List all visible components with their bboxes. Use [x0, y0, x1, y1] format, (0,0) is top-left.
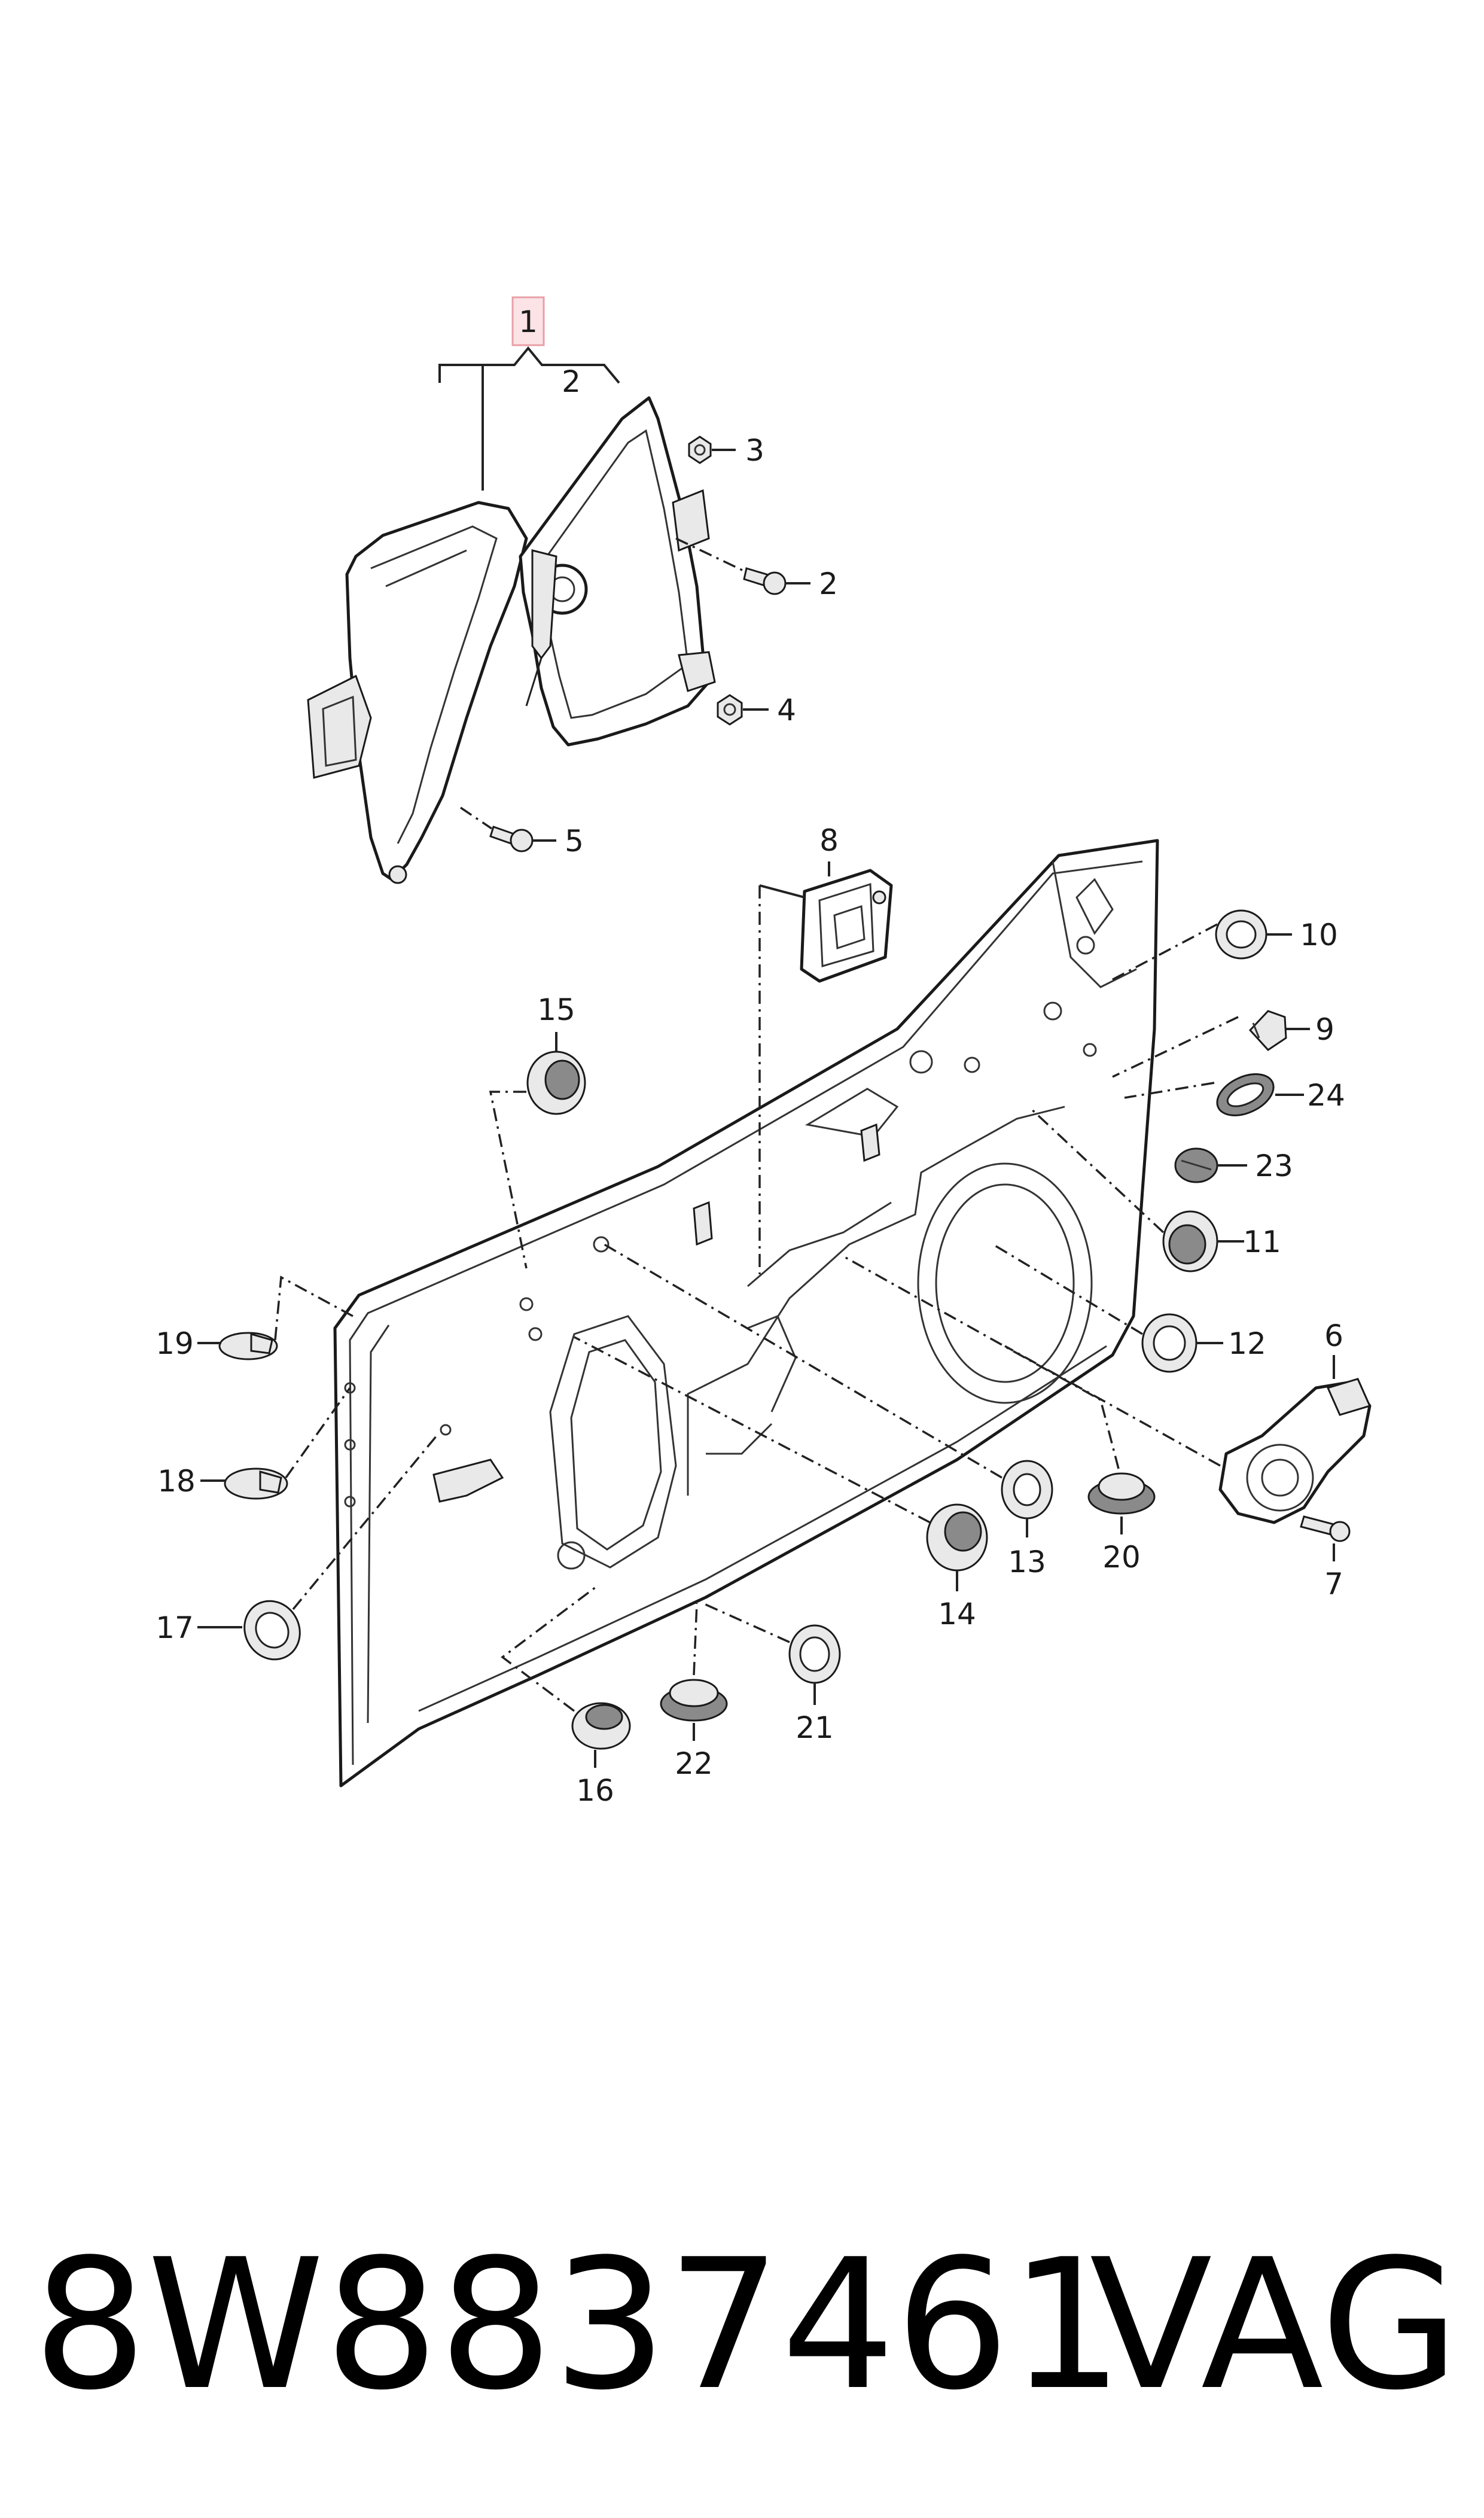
plug-16 — [571, 1702, 631, 1750]
part-number-text: 8W8837461 — [33, 2221, 1124, 2429]
callout-8: 8 — [819, 823, 839, 858]
grommet-12 — [1141, 1313, 1197, 1373]
screw-7 — [1300, 1515, 1351, 1542]
callout-20: 20 — [1102, 1540, 1141, 1575]
callout-5: 5 — [565, 824, 584, 858]
callout-16: 16 — [576, 1773, 614, 1808]
callout-12: 12 — [1228, 1326, 1266, 1361]
callout-17: 17 — [156, 1610, 194, 1645]
callout-1: 1 — [519, 305, 538, 339]
callout-23: 23 — [1255, 1149, 1293, 1183]
bolt-5 — [489, 826, 534, 852]
callout-14: 14 — [938, 1597, 976, 1631]
clip-9 — [1248, 1010, 1287, 1051]
grommet-14 — [926, 1503, 988, 1572]
door-inner-panel — [333, 839, 1159, 1788]
brand-text: VAG — [1090, 2221, 1459, 2429]
grommet-15 — [526, 1051, 586, 1115]
callout-6: 6 — [1324, 1319, 1343, 1353]
callout-2-top: 2 — [562, 364, 581, 399]
callout-11: 11 — [1243, 1225, 1281, 1259]
grommet-11 — [1162, 1210, 1218, 1272]
clip-19 — [218, 1332, 278, 1360]
window-regulator-assembly: 1 2 3 2 — [307, 296, 838, 884]
callout-13: 13 — [1008, 1545, 1046, 1579]
window-motor-6 — [1218, 1378, 1372, 1524]
grommet-24 — [1216, 1073, 1275, 1116]
clip-23 — [1174, 1147, 1218, 1183]
callout-7: 7 — [1324, 1567, 1343, 1601]
grommet-22 — [660, 1679, 728, 1722]
callout-4: 4 — [777, 693, 796, 727]
door-module-8 — [800, 869, 893, 983]
callout-15: 15 — [537, 992, 575, 1027]
grommet-20 — [1087, 1472, 1156, 1515]
regulator-left-frame — [345, 501, 528, 881]
callout-18: 18 — [157, 1464, 196, 1499]
callout-21: 21 — [796, 1710, 834, 1745]
callout-9: 9 — [1315, 1012, 1334, 1047]
part-1-highlight-box — [511, 296, 545, 346]
callout-2-bolt: 2 — [819, 567, 838, 601]
nut-4 — [717, 694, 743, 726]
grommet-21 — [788, 1624, 841, 1684]
nut-3 — [688, 436, 712, 464]
callout-10: 10 — [1300, 918, 1338, 952]
grommet-13 — [1001, 1460, 1053, 1520]
callout-22: 22 — [675, 1746, 713, 1781]
grommet-10 — [1215, 909, 1267, 960]
callout-24: 24 — [1307, 1078, 1345, 1113]
bolt-2 — [743, 567, 787, 595]
callout-19: 19 — [156, 1326, 194, 1361]
callout-3: 3 — [745, 433, 764, 468]
clip-18 — [224, 1467, 288, 1500]
grommet-17 — [243, 1600, 301, 1661]
